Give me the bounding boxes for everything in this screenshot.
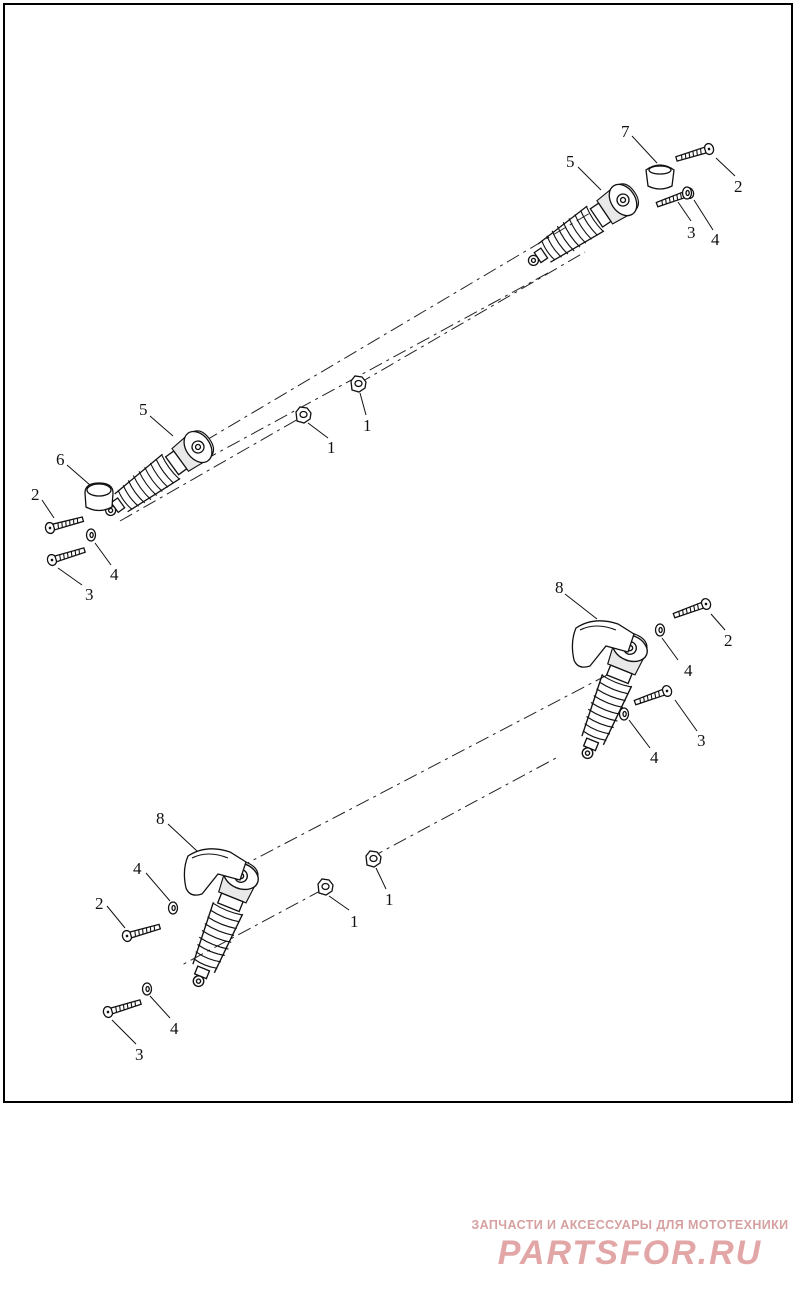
- watermark-logo: PARTSFOR.RU: [497, 1234, 763, 1272]
- callout-8: 8: [555, 578, 564, 597]
- bolt-top-right-upper: [674, 141, 716, 165]
- bolt-bottom-right-upper: [671, 596, 713, 622]
- nut-lower-left: [317, 878, 334, 896]
- nut-upper-right: [350, 375, 367, 393]
- callout-2: 2: [31, 485, 40, 504]
- callout-4: 4: [170, 1019, 179, 1038]
- callout-2: 2: [734, 177, 743, 196]
- assembly-centerlines: [119, 199, 633, 967]
- callout-3: 3: [135, 1045, 144, 1064]
- rear-shock-top-right: [519, 177, 645, 278]
- rear-shock-top-left: [95, 424, 220, 528]
- washer-top-left: [85, 528, 97, 542]
- callout-1: 1: [363, 416, 372, 435]
- callout-4: 4: [684, 661, 693, 680]
- callout-5: 5: [566, 152, 575, 171]
- callout-1: 1: [385, 890, 394, 909]
- callout-labels: 7 5 2 3 4 1 1 5 6 2 4 3 8 2 4 3 4 8 4 2 …: [31, 122, 743, 1064]
- shock-bracket-left: [183, 848, 247, 896]
- callout-3: 3: [697, 731, 706, 750]
- shock-bracket-right: [571, 620, 635, 668]
- callout-7: 7: [621, 122, 630, 141]
- nut-upper-left: [295, 406, 312, 424]
- callout-3: 3: [85, 585, 94, 604]
- shock-cap-left: [84, 482, 114, 512]
- callout-4: 4: [133, 859, 142, 878]
- washer-bottom-right-upper: [654, 623, 666, 637]
- callout-3: 3: [687, 223, 696, 242]
- washer-bottom-left-upper: [167, 901, 179, 915]
- callout-4: 4: [650, 748, 659, 767]
- bolt-top-left-lower: [45, 544, 87, 568]
- shock-cap-top: [645, 164, 675, 190]
- watermark: ЗАПЧАСТИ И АКСЕССУАРЫ ДЛЯ МОТОТЕХНИКИ PA…: [470, 1218, 790, 1273]
- bolt-bottom-left-upper: [120, 920, 162, 944]
- callout-6: 6: [56, 450, 65, 469]
- nut-lower-right: [365, 850, 382, 868]
- callout-4: 4: [711, 230, 720, 249]
- callout-1: 1: [350, 912, 359, 931]
- bolt-bottom-right-lower: [632, 683, 674, 709]
- callout-2: 2: [95, 894, 104, 913]
- bolt-bottom-left-lower: [101, 996, 143, 1020]
- bolt-top-left-upper: [43, 513, 85, 536]
- leader-lines: [41, 135, 736, 1045]
- washer-top-right: [681, 186, 693, 200]
- callout-1: 1: [327, 438, 336, 457]
- callout-2: 2: [724, 631, 733, 650]
- watermark-tagline: ЗАПЧАСТИ И АКСЕССУАРЫ ДЛЯ МОТОТЕХНИКИ: [471, 1218, 789, 1232]
- callout-8: 8: [156, 809, 165, 828]
- callout-5: 5: [139, 400, 148, 419]
- washer-bottom-right-lower: [618, 707, 630, 721]
- callout-4: 4: [110, 565, 119, 584]
- washer-bottom-left-lower: [141, 982, 153, 996]
